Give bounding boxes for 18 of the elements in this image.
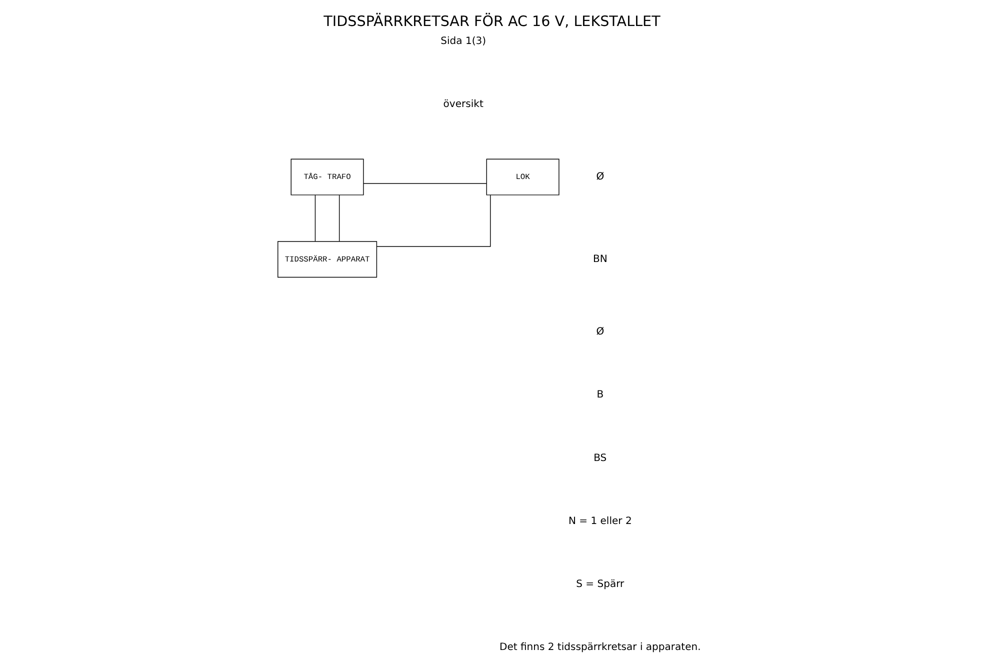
- label: N = 1 eller 2: [568, 516, 632, 527]
- connector: [338, 194, 340, 242]
- node-box: TÅG- TRAFO: [290, 158, 364, 196]
- connector: [376, 194, 491, 247]
- label: Ø: [596, 326, 604, 338]
- label: Ø: [596, 172, 604, 183]
- label: Sida 1(3): [440, 36, 486, 47]
- label: översikt: [443, 98, 484, 110]
- label: S = Spärr: [576, 578, 624, 590]
- label: Det finns 2 tidsspärrkretsar i apparaten.: [500, 642, 701, 653]
- node-box: LOK: [486, 158, 560, 196]
- label: BN: [592, 254, 608, 266]
- connector: [363, 183, 487, 184]
- diagram-title: TIDSSPÄRRKRETSAR FÖR AC 16 V, LEKSTALLET: [324, 14, 660, 30]
- label: BS: [594, 452, 607, 464]
- node-box: TIDSSPÄRR- APPARAT: [278, 241, 378, 278]
- label: B: [596, 390, 604, 401]
- connector: [314, 194, 316, 242]
